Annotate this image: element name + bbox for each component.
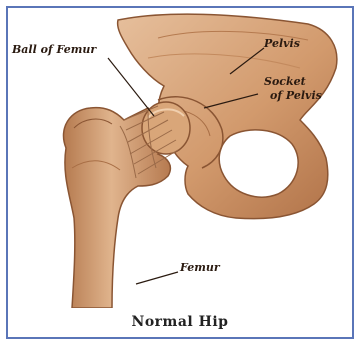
pelvis-label: Pelvis bbox=[264, 38, 300, 50]
ball-of-femur-label: Ball of Femur bbox=[12, 44, 96, 56]
socket-of-pelvis-label-line1: Socket bbox=[264, 76, 306, 88]
socket-of-pelvis-label-line2: of Pelvis bbox=[270, 90, 322, 102]
femur-label: Femur bbox=[180, 262, 220, 274]
diagram-frame: Ball of Femur Pelvis Socket of Pelvis Fe… bbox=[6, 6, 354, 339]
diagram-caption: Normal Hip bbox=[8, 314, 352, 330]
